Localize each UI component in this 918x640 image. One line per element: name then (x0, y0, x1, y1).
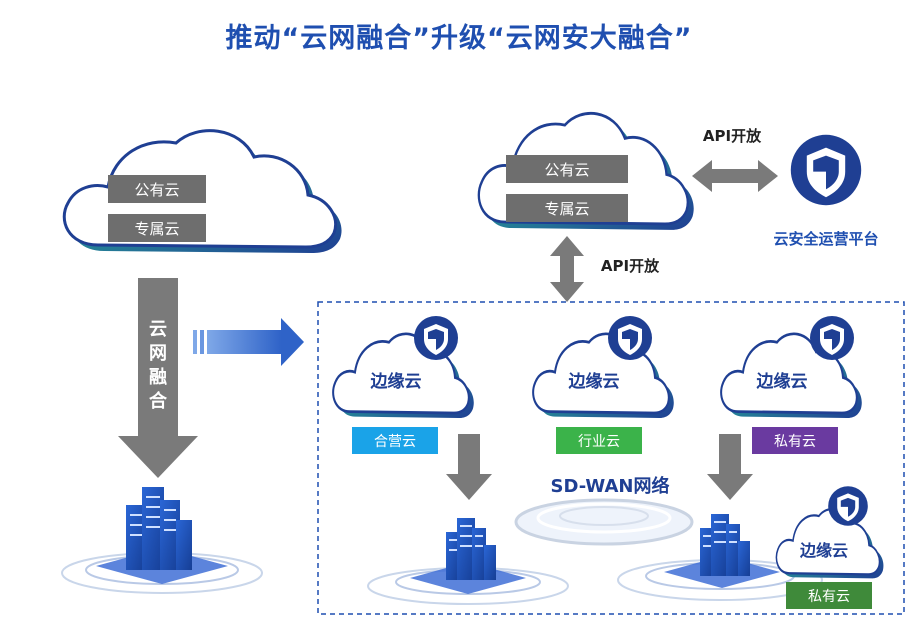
api-vertical-arrow (550, 236, 584, 302)
top-cloud-item-box-1 (506, 194, 628, 222)
bottom-edge-cloud-shield-icon (828, 486, 868, 526)
edge-region-box (317, 301, 905, 615)
fusion-char-3: 合 (149, 390, 168, 412)
edge-cloud-1-tag-box (352, 427, 438, 454)
top-cloud-item-box-0 (506, 155, 628, 183)
left-building-icon (126, 487, 192, 570)
edge-cloud-2-name: 边缘云 (568, 371, 620, 392)
edge-cloud-3-tag: 私有云 (774, 434, 816, 450)
left-cloud-item-box-0 (108, 175, 206, 203)
top-cloud-item-0: 公有云 (544, 161, 589, 179)
edge-cloud-1-name: 边缘云 (370, 371, 422, 392)
sdwan-label: SD-WAN网络 (551, 475, 670, 497)
left-cloud-item-0: 公有云 (134, 181, 179, 199)
edge-cloud-1-tag: 合营云 (374, 434, 416, 450)
top-cloud-item-1: 专属云 (544, 200, 589, 218)
fusion-char-2: 融 (149, 367, 167, 388)
right-building-icon (700, 514, 750, 576)
edge-down-arrow-3 (707, 434, 753, 500)
api-vertical-label: API开放 (601, 257, 660, 275)
left-cloud-item-1: 专属云 (134, 220, 179, 238)
fusion-char-0: 云 (149, 319, 167, 340)
sdwan-network-rings (514, 498, 694, 546)
left-cloud-item-box-1 (108, 214, 206, 242)
bottom-edge-cloud-tag: 私有云 (808, 589, 850, 605)
edge-cloud-1-shield-icon (414, 316, 458, 360)
edge-cloud-3-tag-box (752, 427, 838, 454)
edge-down-arrow-1 (446, 434, 492, 500)
security-platform-label: 云安全运营平台 (773, 230, 878, 248)
bottom-edge-cloud-name: 边缘云 (799, 541, 848, 560)
edge-cloud-2-shield-icon (608, 316, 652, 360)
api-horizontal-arrow (692, 160, 778, 192)
edge-cloud-3-shield-icon (810, 316, 854, 360)
diagram-title: 推动“云网融合”升级“云网安大融合” (225, 23, 693, 54)
bottom-edge-cloud-tag-box (786, 582, 872, 609)
vertical-fusion-arrow (118, 278, 198, 478)
fusion-char-1: 网 (149, 343, 167, 364)
edge-cloud-3-name: 边缘云 (756, 371, 808, 392)
middle-building-icon (446, 518, 496, 580)
edge-cloud-2-tag: 行业云 (578, 434, 620, 450)
api-horizontal-label: API开放 (703, 127, 762, 145)
security-platform-shield-icon (790, 134, 862, 206)
blue-right-arrow (193, 318, 304, 366)
edge-cloud-2-tag-box (556, 427, 642, 454)
